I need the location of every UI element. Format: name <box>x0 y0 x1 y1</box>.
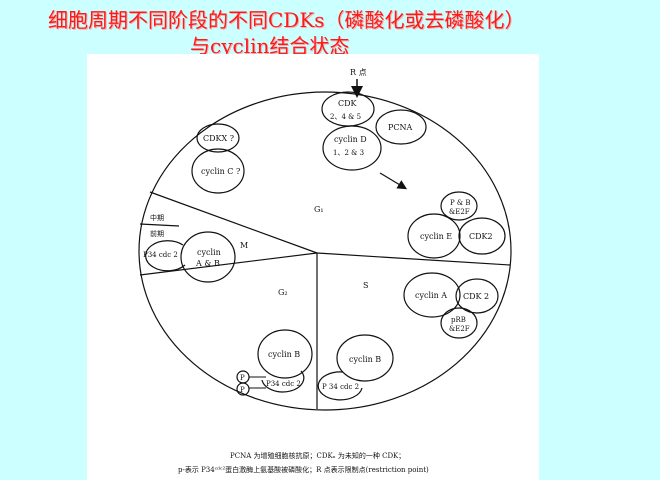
p34-g2-label: P34 cdc 2 <box>266 380 301 388</box>
cyclin-e-shape <box>407 213 461 259</box>
prb-sub: &E2F <box>449 325 470 333</box>
footnote-line2: p-表示 P34ᶜᵈᶜ²蛋白激酶上氨基酸被磷酸化；R 点表示限制点(restri… <box>178 465 429 474</box>
cyclin-d-label: cyclin D <box>334 135 367 144</box>
cdk2-g1-label: CDK2 <box>469 232 493 241</box>
cyclin-ab-sub: A & B <box>195 259 220 268</box>
diagram-panel <box>87 54 539 480</box>
cdk-245-label: CDK <box>338 99 358 108</box>
footnote-line1: PCNA 为增殖细胞核抗原；CDKₓ 为未知的一种 CDK； <box>230 451 405 460</box>
cyclin-b-g2-shape <box>257 329 313 379</box>
cyclin-b-g2-label: cyclin B <box>268 350 300 359</box>
pb-e2f-label: P & B <box>450 199 471 207</box>
cell-cycle-circle <box>138 91 512 411</box>
phosphate-circle <box>236 382 250 396</box>
pb-e2f-sub: &E2F <box>449 208 470 216</box>
phase-s-label: S <box>363 281 368 290</box>
p34-m-shape <box>145 240 186 272</box>
p34-m-label: P34 cdc 2 <box>143 251 178 259</box>
cyclin-c-shape <box>191 148 245 194</box>
cyclin-ab-label: cyclin <box>197 248 221 257</box>
cdk2-s-label: CDK 2 <box>463 292 489 301</box>
cyclin-ab-shape <box>180 231 236 283</box>
cyclin-a-label: cyclin A <box>415 291 447 300</box>
progression-arrow <box>379 172 408 190</box>
cdk-245-sub: 2、4 & 5 <box>330 113 361 121</box>
cdkx-shape <box>196 123 240 153</box>
p34-s-label: P 34 cdc 2 <box>322 383 359 391</box>
pb-e2f-shape <box>440 191 478 221</box>
metaphase-label: 中期 <box>150 213 164 222</box>
cdkx-label: CDKX ? <box>203 134 234 143</box>
cdk2-g1-shape <box>458 217 506 255</box>
cyclin-b-s-shape <box>336 334 394 382</box>
pcna-shape <box>375 109 427 145</box>
prophase-label: 前期 <box>150 229 164 238</box>
prb-label: pRB <box>451 316 466 324</box>
cyclin-a-shape <box>403 272 461 318</box>
p34-s-shape <box>317 371 363 401</box>
phosphate-label: P <box>240 374 245 382</box>
phase-m-label: M <box>240 241 248 250</box>
p34-g2-shape <box>261 370 305 393</box>
cyclin-d-sub: 1、2 & 3 <box>333 149 364 157</box>
cyclin-c-label: cyclin C ? <box>201 167 240 176</box>
cyclin-b-s-label: cyclin B <box>349 355 381 364</box>
phase-g2-label: G₂ <box>278 288 288 297</box>
phosphate-label: P <box>240 386 245 394</box>
cdk2-s-shape <box>455 278 499 314</box>
r-point-label: R 点 <box>350 68 367 77</box>
cyclin-e-label: cyclin E <box>420 232 452 241</box>
pcna-label: PCNA <box>388 123 413 132</box>
slide-title-line1: 细胞周期不同阶段的不同CDKs（磷酸化或去磷酸化） <box>48 8 525 32</box>
phase-dividers <box>139 191 511 409</box>
prb-shape <box>440 307 478 339</box>
cyclin-d-shape <box>322 125 382 171</box>
phase-g1-label: G₁ <box>314 205 324 214</box>
